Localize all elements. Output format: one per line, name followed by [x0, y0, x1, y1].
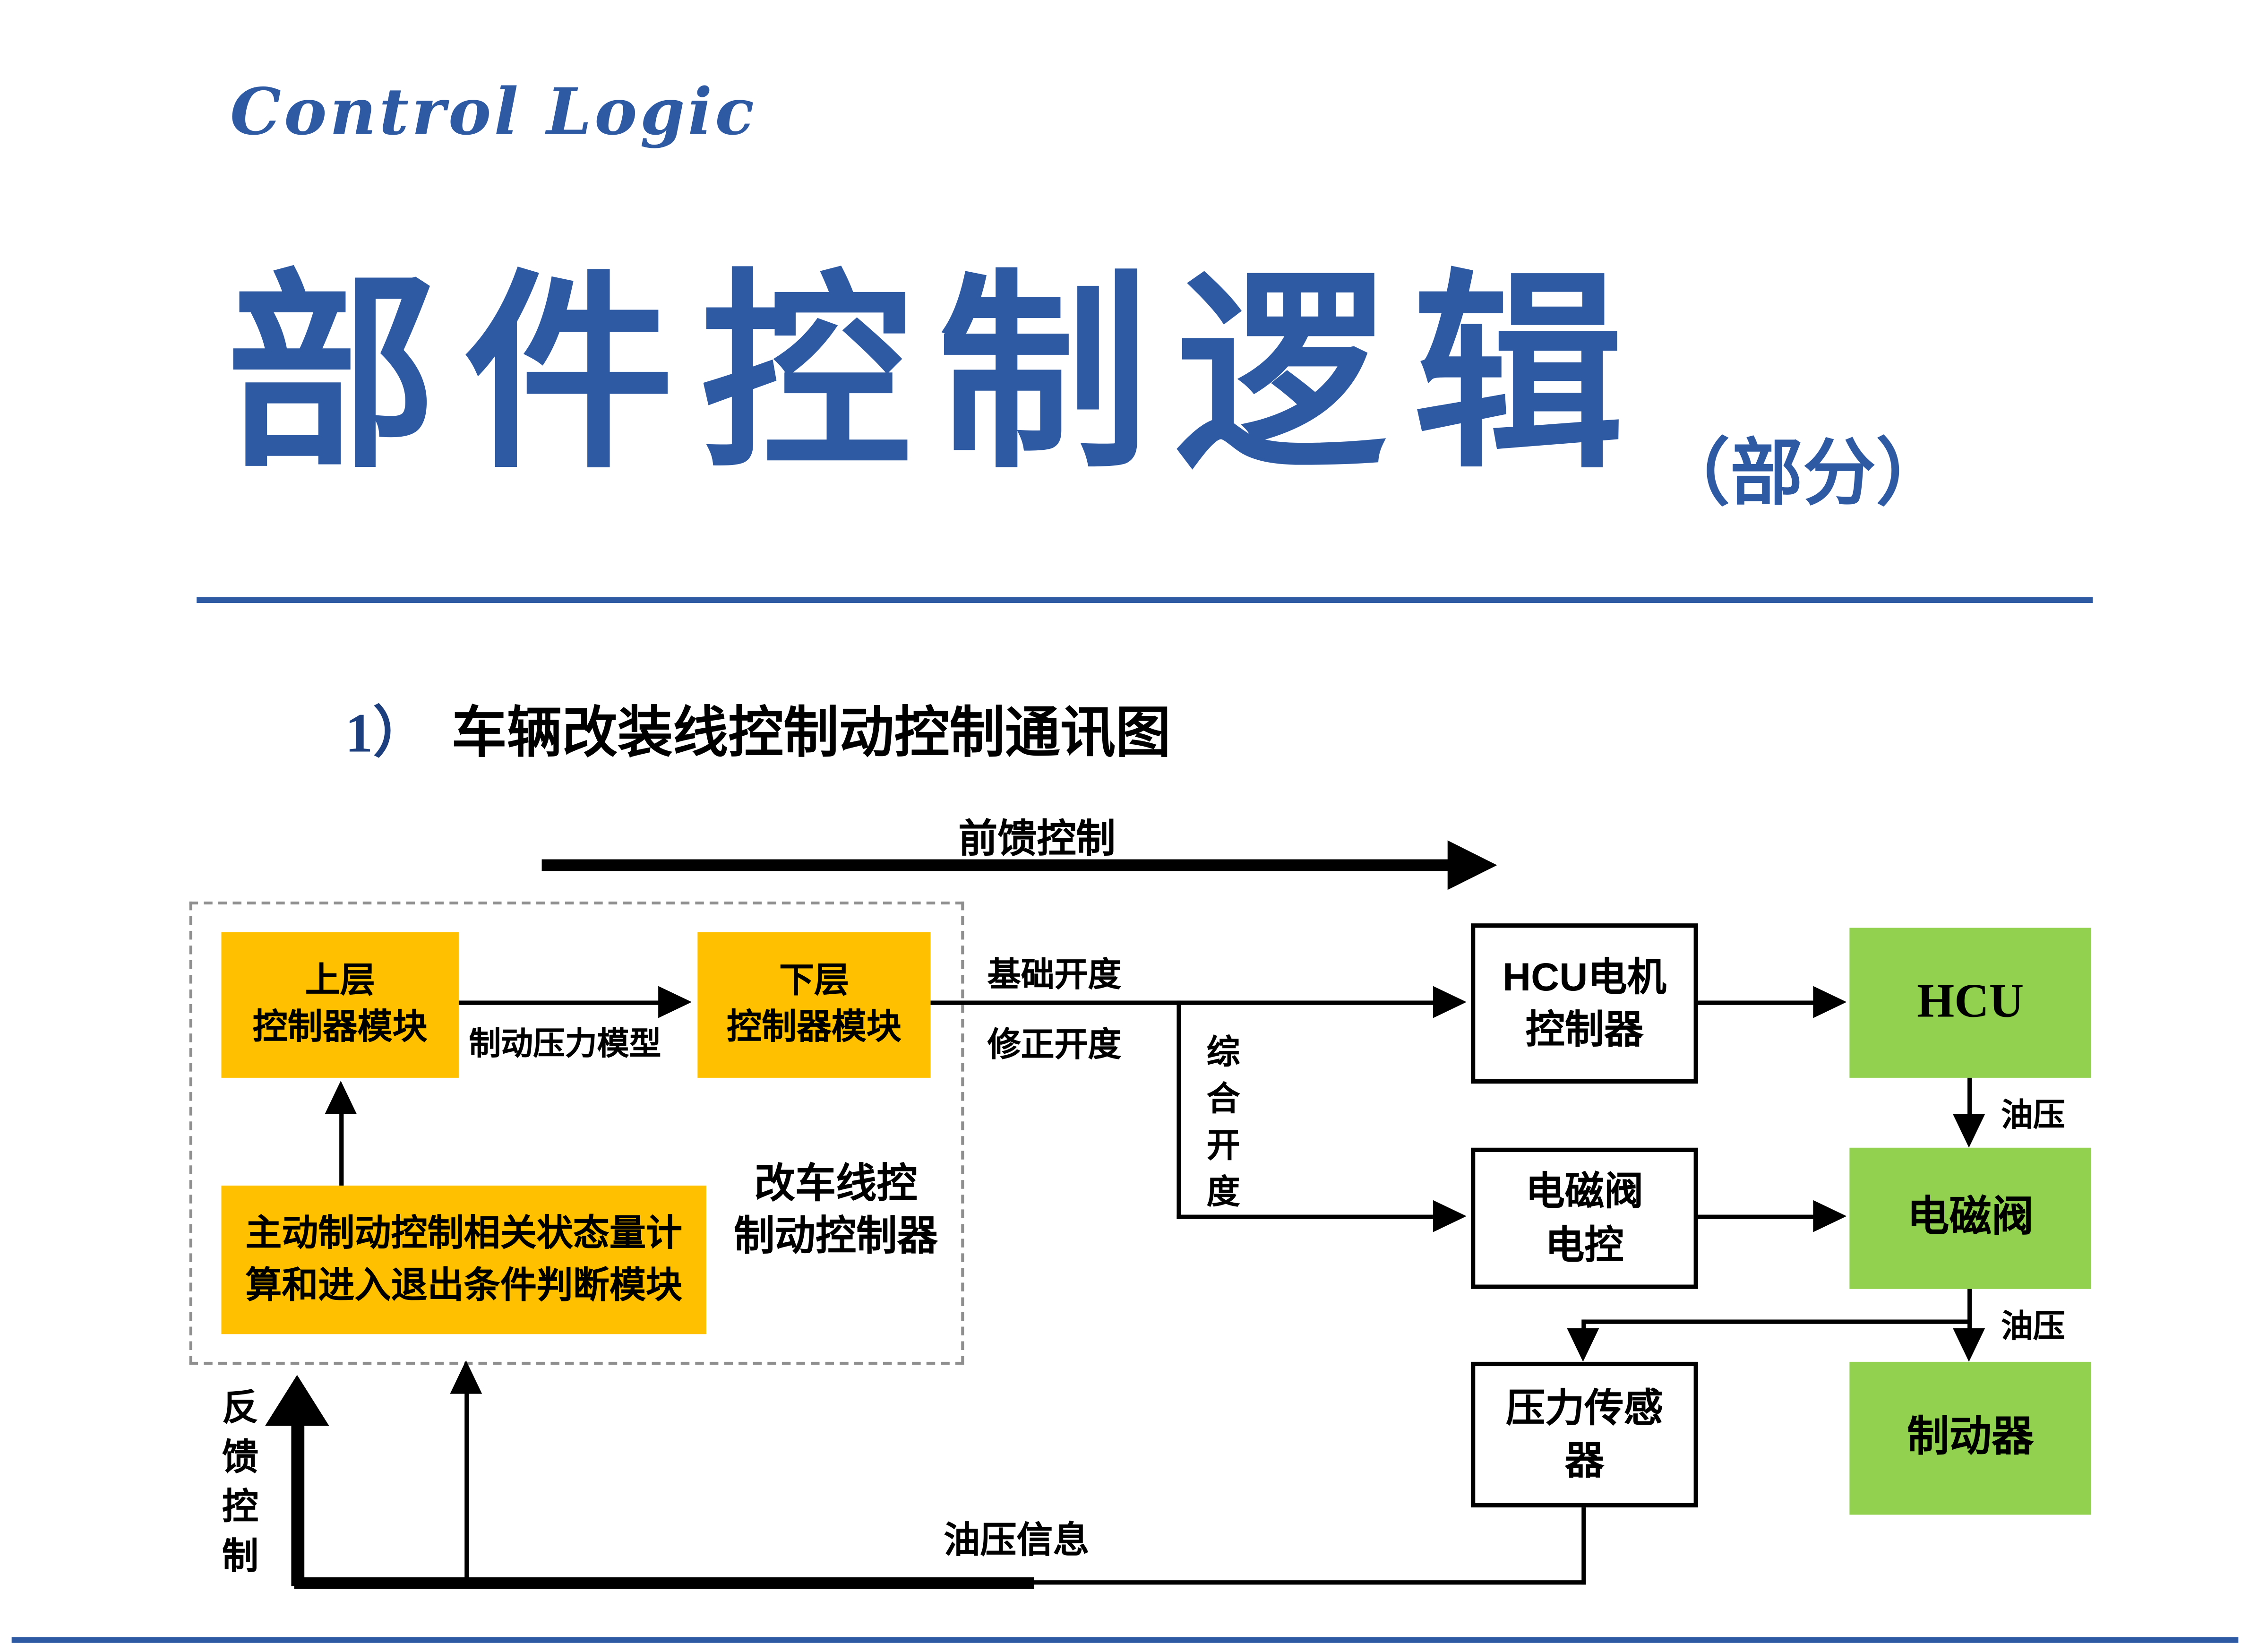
connector-upper-lower-arrowhead-icon [658, 986, 692, 1018]
connector-solvalve-sensor-arrowhead-icon [1567, 1328, 1599, 1362]
node-brake: 制动器 [1849, 1361, 2092, 1515]
main-output-arrowhead-icon [1433, 986, 1467, 1018]
oil-pressure-bottom-label: 油压 [2001, 1308, 2065, 1344]
connector-hcu-solenoid-line [1967, 1077, 1972, 1119]
feedforward-arrowhead-icon [1447, 840, 1497, 890]
feedback-arrow-vline [291, 1421, 305, 1586]
node-hcu-motor-controller: HCU电机 控制器 [1471, 923, 1698, 1084]
node-hcu: HCU [1849, 928, 2092, 1078]
oil-pressure-top-label: 油压 [2001, 1096, 2065, 1133]
main-output-line [930, 1000, 1441, 1005]
combined-opening-label: 综合开度 [1201, 1034, 1238, 1221]
connector-hcuctrl-hcu-arrowhead-icon [1813, 986, 1847, 1018]
base-opening-label: 基础开度 [987, 957, 1122, 994]
feedback-branch-arrowhead-icon [450, 1360, 482, 1394]
branch-arrowhead-icon [1433, 1200, 1467, 1232]
corrected-opening-label: 修正开度 [987, 1026, 1122, 1064]
node-lower-controller: 下层 控制器模块 [697, 932, 931, 1078]
branch-vertical-line [1177, 1000, 1181, 1219]
oil-pressure-info-label: 油压信息 [944, 1522, 1090, 1562]
node-state-module: 主动制动控制相关状态量计 算和进入退出条件判断模块 [221, 1185, 706, 1334]
page-title-suffix: （部分） [1657, 430, 1949, 516]
branch-horizontal-line [1177, 1214, 1433, 1219]
section-heading: 1） 车辆改装线控制动控制通讯图 [345, 688, 1171, 768]
connector-hcu-solenoid-arrowhead-icon [1953, 1114, 1985, 1148]
footer-divider-line [11, 1637, 2239, 1643]
connector-upper-lower-line [458, 1000, 663, 1005]
node-pressure-sensor: 压力传感 器 [1471, 1361, 1698, 1508]
node-solenoid-valve: 电磁阀 [1849, 1147, 2092, 1289]
connector-solctrl-solvalve-arrowhead-icon [1813, 1200, 1847, 1232]
section-title: 车辆改装线控制动控制通讯图 [451, 703, 1171, 765]
node-solenoid-control: 电磁阀 电控 [1471, 1147, 1698, 1289]
brake-pressure-model-label: 制动压力模型 [469, 1025, 661, 1062]
header-eyebrow: Control Logic [230, 76, 757, 150]
feedforward-arrow-line [541, 859, 1452, 871]
feedback-branch-upline [464, 1392, 469, 1583]
feedback-sensor-downline [1581, 1507, 1586, 1585]
connector-hcuctrl-hcu-line [1698, 1000, 1815, 1005]
controller-group-label: 改车线控 制动控制器 [734, 1161, 938, 1259]
feedback-label: 反馈控制 [217, 1388, 257, 1586]
connector-solvalve-brake-line [1967, 1289, 1972, 1330]
connector-state-upper-line [339, 1102, 344, 1186]
connector-solctrl-solvalve-line [1698, 1214, 1815, 1219]
connector-solvalve-sensor-hline [1583, 1319, 1971, 1324]
page-title: 部件控制逻辑 [225, 250, 1650, 499]
feedback-arrow-hline [294, 1577, 1034, 1589]
feedforward-label: 前馈控制 [958, 817, 1116, 861]
connector-solvalve-sensor-vline [1581, 1319, 1586, 1334]
title-divider-line [197, 597, 2093, 603]
connector-state-upper-arrowhead-icon [325, 1080, 357, 1114]
feedback-arrowhead-icon [265, 1375, 329, 1426]
node-upper-controller: 上层 控制器模块 [221, 932, 459, 1078]
connector-solvalve-brake-arrowhead-icon [1953, 1328, 1985, 1362]
section-number: 1） [345, 703, 429, 765]
controller-group-box [189, 901, 964, 1365]
